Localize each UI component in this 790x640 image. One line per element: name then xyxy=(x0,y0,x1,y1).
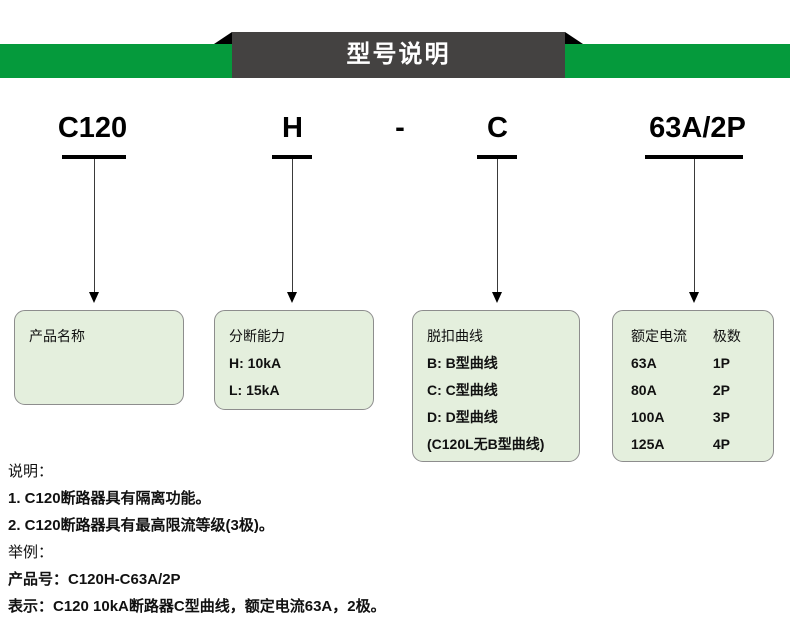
underline xyxy=(62,155,126,159)
cell-poles: 4P xyxy=(712,436,731,452)
cell-current: 125A xyxy=(631,436,665,452)
box-line-l: L: 15kA xyxy=(229,382,280,398)
box-title: 分断能力 xyxy=(229,328,285,344)
box-line-c: C: C型曲线 xyxy=(427,382,498,398)
column-header-poles: 极数 xyxy=(712,328,741,344)
code-segment-capacity: H xyxy=(282,112,303,144)
underline xyxy=(645,155,743,159)
info-box-tripping-curve: 脱扣曲线 B: B型曲线 C: C型曲线 D: D型曲线 (C120L无B型曲线… xyxy=(412,310,580,462)
notes-item-1: 1. C120断路器具有隔离功能。 xyxy=(8,490,211,507)
table-row: 63A 1P xyxy=(631,350,773,377)
stem-line xyxy=(694,159,695,292)
connector-arrow-product xyxy=(62,155,126,303)
banner-ribbon xyxy=(232,32,565,78)
arrowhead-icon xyxy=(689,292,699,303)
arrowhead-icon xyxy=(492,292,502,303)
cell-current: 80A xyxy=(631,382,657,398)
table-header-row: 额定电流 极数 xyxy=(631,323,773,350)
code-segment-dash: - xyxy=(395,112,405,144)
info-box-product-name: 产品名称 xyxy=(14,310,184,405)
cell-current: 100A xyxy=(631,409,665,425)
info-box-breaking-capacity: 分断能力 H: 10kA L: 15kA xyxy=(214,310,374,410)
connector-arrow-capacity xyxy=(272,155,312,303)
cell-poles: 3P xyxy=(712,409,731,425)
notes-heading: 说明： xyxy=(8,463,54,480)
connector-arrow-rating xyxy=(645,155,743,303)
cell-current: 63A xyxy=(631,355,657,371)
notes-item-2: 2. C120断路器具有最高限流等级(3极)。 xyxy=(8,517,274,534)
box-line-b: B: B型曲线 xyxy=(427,355,498,371)
code-segment-curve: C xyxy=(487,112,508,144)
box-title: 脱扣曲线 xyxy=(427,328,483,344)
table-row: 80A 2P xyxy=(631,377,773,404)
arrowhead-icon xyxy=(287,292,297,303)
header-banner: 型号说明 xyxy=(0,0,790,100)
notes-section: 说明： 1. C120断路器具有隔离功能。 2. C120断路器具有最高限流等级… xyxy=(8,458,768,620)
code-segment-rating: 63A/2P xyxy=(649,112,746,144)
table-row: 100A 3P xyxy=(631,404,773,431)
arrowhead-icon xyxy=(89,292,99,303)
box-title: 产品名称 xyxy=(29,328,85,344)
underline xyxy=(272,155,312,159)
cell-poles: 1P xyxy=(712,355,731,371)
connector-arrow-curve xyxy=(477,155,517,303)
underline xyxy=(477,155,517,159)
page-title: 型号说明 xyxy=(346,41,451,68)
example-product-code: 产品号：C120H-C63A/2P xyxy=(8,571,181,588)
code-segment-product: C120 xyxy=(57,112,128,144)
column-header-current: 额定电流 xyxy=(631,328,687,344)
info-box-current-poles: 额定电流 极数 63A 1P 80A 2P 100A 3P 125A 4P xyxy=(612,310,774,462)
banner-notch-right-icon xyxy=(565,32,583,44)
box-line-note: (C120L无B型曲线) xyxy=(427,436,545,452)
banner-notch-left-icon xyxy=(214,32,232,44)
example-description: 表示：C120 10kA断路器C型曲线，额定电流63A，2极。 xyxy=(8,598,386,615)
box-line-d: D: D型曲线 xyxy=(427,409,498,425)
model-code-breakdown: C120 H - C 63A/2P xyxy=(0,108,790,168)
stem-line xyxy=(497,159,498,292)
table-row: 125A 4P xyxy=(631,431,773,458)
example-heading: 举例： xyxy=(8,544,54,561)
box-line-h: H: 10kA xyxy=(229,355,282,371)
cell-poles: 2P xyxy=(712,382,731,398)
stem-line xyxy=(292,159,293,292)
stem-line xyxy=(94,159,95,292)
